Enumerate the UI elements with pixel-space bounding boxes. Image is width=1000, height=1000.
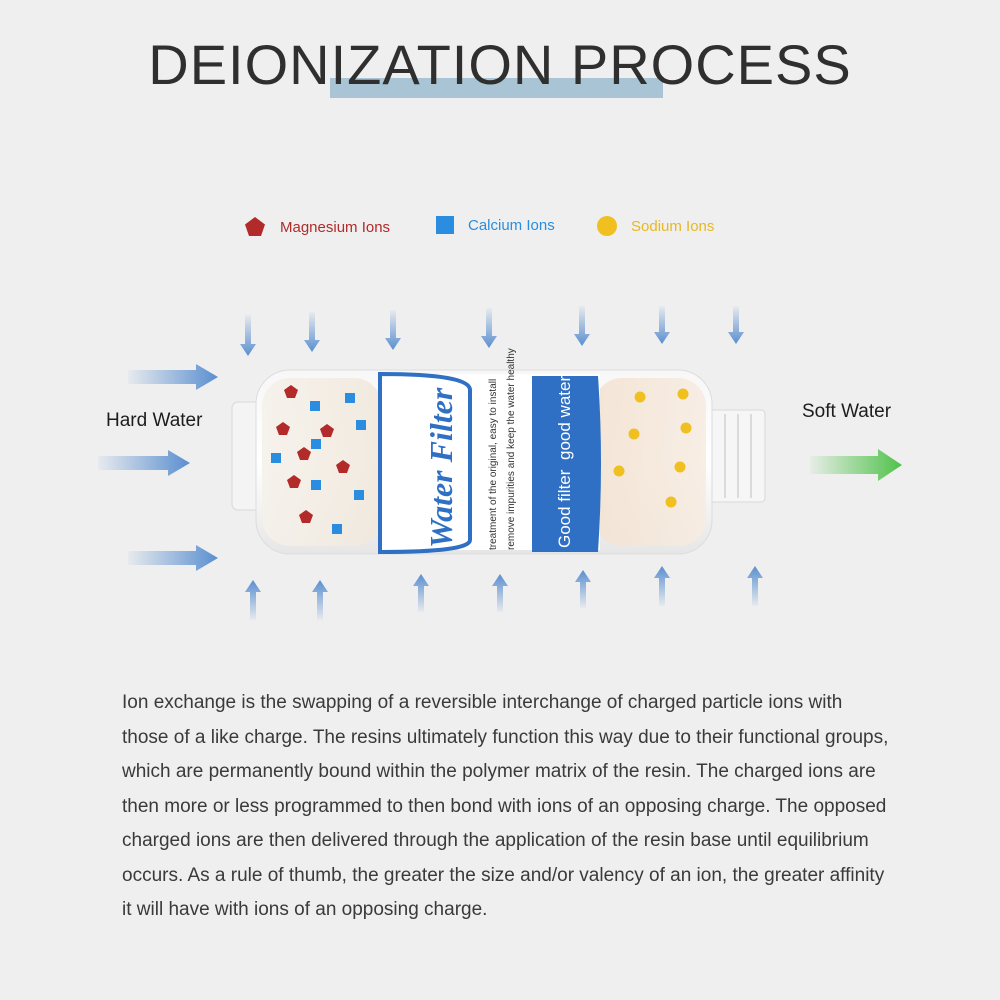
filter-small-text-1: treatment of the original, easy to insta…: [488, 379, 499, 550]
filter-diagram: Hard Water Soft Water: [0, 290, 1000, 630]
arrow-up-icon: [654, 566, 670, 606]
filter-small-text-2: remove impurities and keep the water hea…: [506, 348, 517, 550]
outflow-arrow-icon: [810, 449, 902, 481]
resin-chamber-right: [594, 378, 706, 546]
sodium-ion: [634, 391, 646, 403]
outlet-connector: [704, 409, 766, 503]
magnesium-ion: [320, 424, 334, 437]
sodium-ion: [628, 428, 640, 440]
sodium-ion: [680, 422, 692, 434]
magnesium-ion: [287, 475, 301, 488]
arrow-down-icon: [304, 312, 320, 352]
legend-item-sodium: Sodium Ions: [597, 216, 714, 236]
magnesium-ion: [336, 460, 350, 473]
hard-water-label: Hard Water: [106, 410, 203, 431]
filter-cartridge: Water Filter treatment of the original, …: [231, 348, 766, 555]
arrow-right-icon: [128, 364, 218, 390]
sodium-ion: [665, 496, 677, 508]
magnesium-ion: [276, 422, 290, 435]
calcium-ion: [271, 453, 281, 463]
arrow-up-icon: [245, 580, 261, 620]
calcium-ion: [332, 524, 342, 534]
title-underline: [330, 78, 663, 98]
filter-label-main: Water Filter: [423, 387, 459, 548]
magnesium-ion: [299, 510, 313, 523]
filter-band-right: [532, 376, 601, 552]
pentagon-icon: [245, 217, 265, 236]
legend-item-calcium: Calcium Ions: [436, 216, 555, 234]
calcium-ions: [271, 393, 366, 534]
arrow-down-icon: [385, 310, 401, 350]
arrow-up-icon: [312, 580, 328, 620]
magnesium-ion: [297, 447, 311, 460]
sodium-ions: [613, 388, 692, 508]
soft-water-label: Soft Water: [802, 401, 892, 422]
legend-label-sodium: Sodium Ions: [631, 217, 715, 235]
arrow-right-icon: [98, 450, 190, 476]
calcium-ion: [311, 439, 321, 449]
calcium-ion: [311, 480, 321, 490]
inflow-arrows-bottom: [245, 566, 763, 620]
calcium-ion: [356, 420, 366, 430]
sodium-ion: [677, 388, 689, 400]
sodium-ion: [674, 461, 686, 473]
legend-label-magnesium: Magnesium Ions: [280, 218, 391, 236]
arrow-down-icon: [481, 308, 497, 348]
resin-chamber-left: [262, 378, 382, 546]
calcium-ion: [354, 490, 364, 500]
calcium-ion: [345, 393, 355, 403]
arrow-up-icon: [575, 570, 591, 608]
legend-item-magnesium: Magnesium Ions: [244, 216, 390, 238]
arrow-down-icon: [728, 306, 744, 344]
arrow-down-icon: [654, 306, 670, 344]
square-icon: [436, 216, 454, 234]
description-paragraph: Ion exchange is the swapping of a revers…: [122, 692, 889, 920]
filter-band-left: [378, 371, 472, 555]
outlet-thread: [724, 414, 752, 498]
sodium-ion: [613, 465, 625, 477]
legend: Magnesium Ions Calcium Ions Sodium Ions: [0, 216, 1000, 246]
arrow-up-icon: [413, 574, 429, 612]
filter-label-good-filter: Good filter: [555, 469, 574, 548]
inflow-arrows-top: [240, 306, 744, 356]
calcium-ion: [310, 401, 320, 411]
diagram-graphic: Water Filter treatment of the original, …: [98, 306, 902, 620]
legend-label-calcium: Calcium Ions: [468, 216, 555, 234]
inflow-arrows-left: [98, 364, 218, 571]
arrow-up-icon: [492, 574, 508, 612]
filter-label-good-water: good water: [555, 376, 574, 460]
magnesium-ions: [276, 385, 350, 523]
arrow-right-icon: [128, 545, 218, 571]
page-title: DEIONIZATION PROCESS: [148, 33, 852, 96]
arrow-up-icon: [747, 566, 763, 606]
circle-icon: [597, 216, 617, 236]
arrow-down-icon: [574, 306, 590, 346]
arrow-down-icon: [240, 315, 256, 356]
magnesium-ion: [284, 385, 298, 398]
